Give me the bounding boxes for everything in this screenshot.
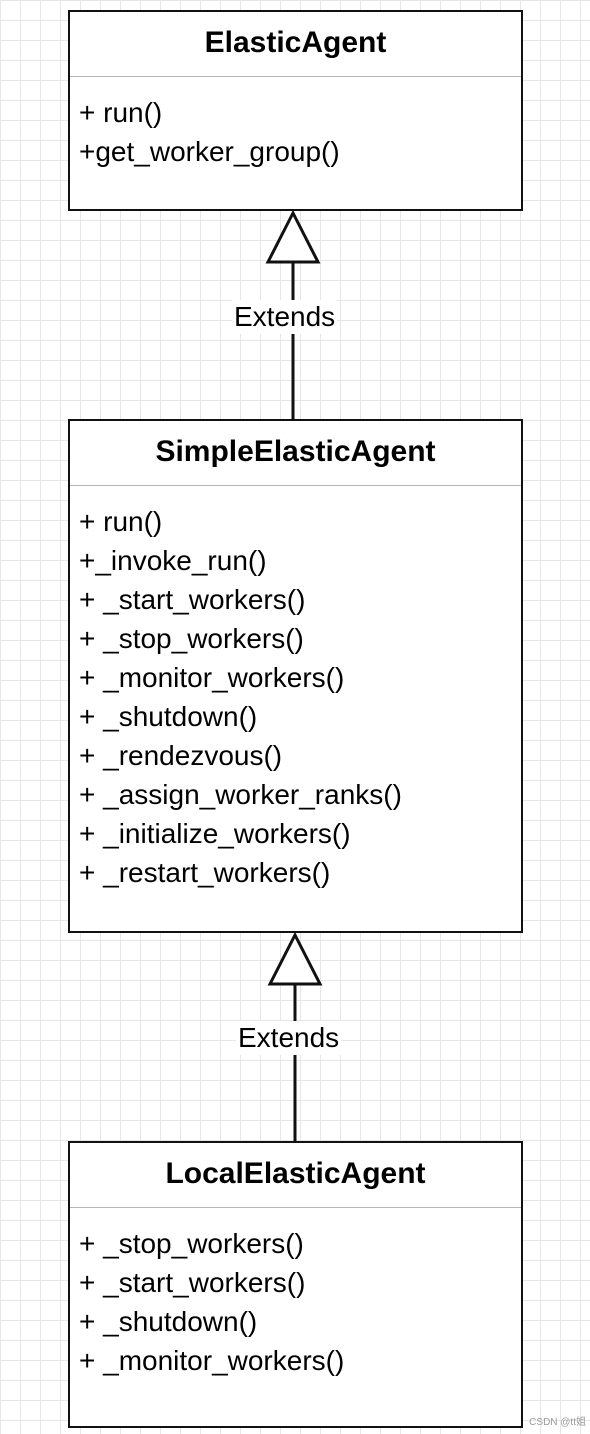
class-name: LocalElasticAgent bbox=[70, 1143, 521, 1208]
class-box-local-elastic-agent: LocalElasticAgent + _stop_workers() + _s… bbox=[68, 1141, 523, 1428]
method-item: + _rendezvous() bbox=[79, 740, 283, 771]
watermark: CSDN @tt姐 bbox=[529, 1417, 586, 1428]
method-item: + _restart_workers() bbox=[79, 857, 331, 888]
class-box-elastic-agent: ElasticAgent + run() +get_worker_group() bbox=[68, 10, 523, 211]
class-box-simple-elastic-agent: SimpleElasticAgent + run() +_invoke_run(… bbox=[68, 419, 523, 933]
inheritance-arrow-2 bbox=[267, 931, 323, 986]
method-item: + _start_workers() bbox=[79, 584, 306, 615]
method-item: + _monitor_workers() bbox=[79, 662, 345, 693]
method-item: + _stop_workers() bbox=[79, 1228, 304, 1259]
class-name: SimpleElasticAgent bbox=[70, 421, 521, 486]
method-item: + _shutdown() bbox=[79, 701, 258, 732]
method-item: +get_worker_group() bbox=[79, 136, 340, 167]
extends-label: Extends bbox=[232, 300, 338, 334]
method-list: + run() +get_worker_group() bbox=[70, 77, 521, 171]
method-item: + _initialize_workers() bbox=[79, 818, 351, 849]
method-item: + _shutdown() bbox=[79, 1306, 258, 1337]
method-item: + run() bbox=[79, 506, 163, 537]
method-item: + _assign_worker_ranks() bbox=[79, 779, 402, 810]
method-item: + _monitor_workers() bbox=[79, 1345, 345, 1376]
method-list: + _stop_workers() + _start_workers() + _… bbox=[70, 1208, 521, 1380]
class-name: ElasticAgent bbox=[70, 12, 521, 77]
method-item: +_invoke_run() bbox=[79, 545, 267, 576]
method-item: + run() bbox=[79, 97, 163, 128]
method-list: + run() +_invoke_run() + _start_workers(… bbox=[70, 486, 521, 892]
extends-label: Extends bbox=[236, 1021, 342, 1055]
method-item: + _start_workers() bbox=[79, 1267, 306, 1298]
method-item: + _stop_workers() bbox=[79, 623, 304, 654]
inheritance-arrow-1 bbox=[265, 209, 321, 264]
